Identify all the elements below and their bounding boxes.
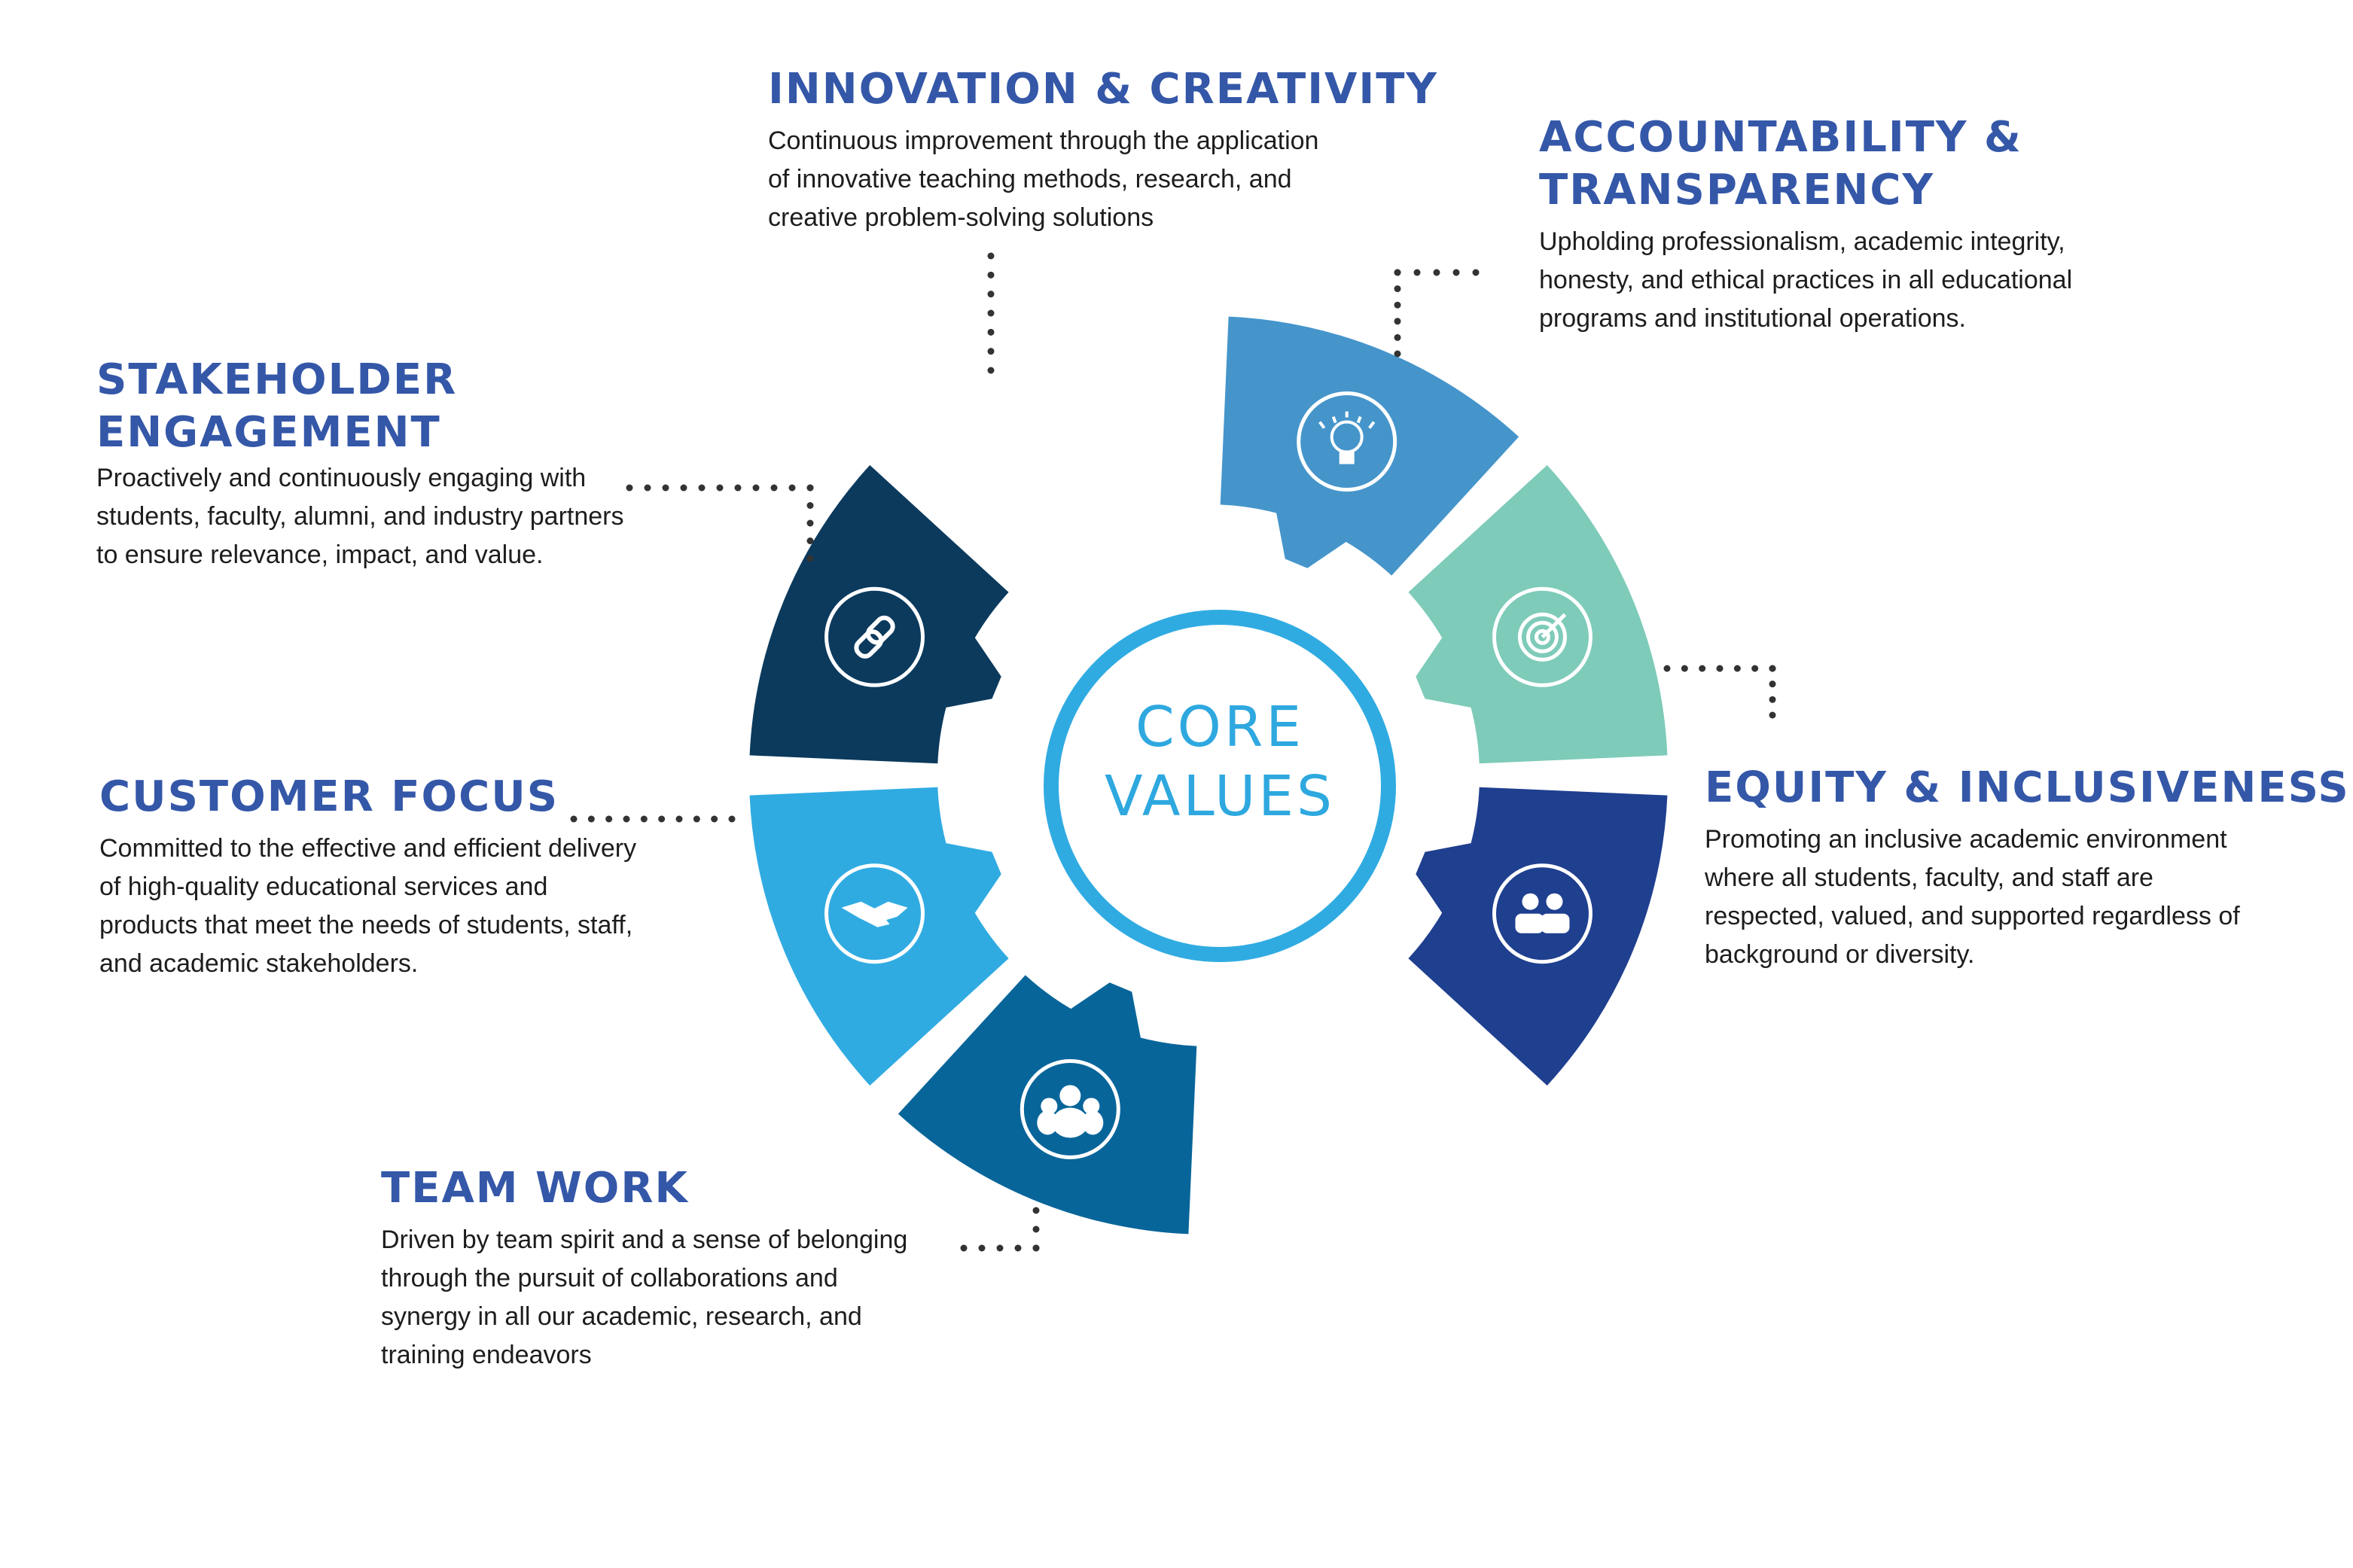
value-teamwork: TEAM WORK Driven by team spirit and a se…	[381, 1162, 907, 1375]
center-title-line1: CORE	[1135, 695, 1305, 760]
value-title: TEAM WORK	[381, 1162, 907, 1215]
team-icon	[1020, 1058, 1120, 1159]
segment-innovation	[1220, 316, 1519, 576]
value-desc-line: Upholding professionalism, academic inte…	[1539, 227, 2065, 256]
value-title-line: ENGAGEMENT	[96, 408, 441, 457]
segment-equity	[1408, 787, 1668, 1086]
value-title: EQUITY & INCLUSIVENESS	[1705, 762, 2350, 814]
value-accountability: ACCOUNTABILITY & TRANSPARENCY Upholding …	[1539, 111, 2072, 338]
value-description: Promoting an inclusive academic environm…	[1705, 821, 2350, 974]
value-desc-line: students, faculty, alumni, and industry …	[96, 502, 624, 531]
value-title: CUSTOMER FOCUS	[99, 771, 636, 824]
handshake-icon	[824, 863, 925, 964]
value-desc-line: honesty, and ethical practices in all ed…	[1539, 266, 2073, 294]
link-icon	[824, 586, 925, 687]
value-title-line: EQUITY & INCLUSIVENESS	[1705, 763, 2350, 812]
value-desc-line: respected, valued, and supported regardl…	[1705, 902, 2240, 930]
dotted-connector	[626, 484, 814, 562]
dotted-connector	[570, 815, 736, 823]
value-title-line: TEAM WORK	[381, 1164, 689, 1213]
value-desc-line: where all students, faculty, and staff a…	[1705, 863, 2153, 892]
value-desc-line: through the pursuit of collaborations an…	[381, 1264, 838, 1292]
value-title-line: INNOVATION & CREATIVITY	[768, 65, 1438, 114]
value-title: STAKEHOLDER ENGAGEMENT	[96, 354, 624, 459]
value-desc-line: background or diversity.	[1705, 940, 1975, 969]
dotted-connector	[987, 252, 995, 374]
value-stakeholder: STAKEHOLDER ENGAGEMENT Proactively and c…	[96, 354, 624, 574]
value-customer-focus: CUSTOMER FOCUS Committed to the effectiv…	[99, 771, 636, 983]
value-innovation: INNOVATION & CREATIVITY Continuous impro…	[768, 63, 1438, 237]
center-ring	[1044, 610, 1396, 962]
value-desc-line: training endeavors	[381, 1341, 592, 1369]
value-desc-line: synergy in all our academic, research, a…	[381, 1302, 862, 1331]
people-icon	[1492, 863, 1593, 964]
value-title: INNOVATION & CREATIVITY	[768, 63, 1438, 116]
value-description: Committed to the effective and efficient…	[99, 830, 636, 983]
value-desc-line: of innovative teaching methods, research…	[768, 165, 1292, 193]
lightbulb-icon	[1297, 391, 1397, 492]
value-title-line: ACCOUNTABILITY &	[1539, 113, 2022, 162]
value-title-line: TRANSPARENCY	[1539, 166, 1934, 215]
value-desc-line: of high-quality educational services and	[99, 872, 548, 901]
segment-customer	[749, 787, 1009, 1086]
value-desc-line: Promoting an inclusive academic environm…	[1705, 825, 2227, 854]
value-desc-line: creative problem-solving solutions	[768, 203, 1154, 232]
value-desc-line: products that meet the needs of students…	[99, 911, 633, 939]
value-description: Driven by team spirit and a sense of bel…	[381, 1221, 907, 1375]
value-desc-line: Continuous improvement through the appli…	[768, 126, 1319, 155]
value-description: Continuous improvement through the appli…	[768, 122, 1438, 237]
value-title-line: STAKEHOLDER	[96, 355, 458, 404]
dotted-connector	[1394, 269, 1480, 358]
value-desc-line: Driven by team spirit and a sense of bel…	[381, 1225, 908, 1254]
center-title: CORE VALUES	[1039, 693, 1401, 831]
value-equity: EQUITY & INCLUSIVENESS Promoting an incl…	[1705, 762, 2350, 974]
value-title-line: CUSTOMER FOCUS	[99, 772, 559, 821]
value-desc-line: programs and institutional operations.	[1539, 304, 1966, 333]
value-title: ACCOUNTABILITY & TRANSPARENCY	[1539, 111, 2072, 217]
dotted-connector	[960, 1207, 1040, 1252]
value-description: Proactively and continuously engaging wi…	[96, 459, 624, 574]
value-desc-line: Proactively and continuously engaging wi…	[96, 464, 587, 492]
value-desc-line: Committed to the effective and efficient…	[99, 834, 637, 863]
segment-stakeholder	[749, 464, 1009, 764]
value-desc-line: and academic stakeholders.	[99, 949, 419, 978]
dotted-connector	[1663, 665, 1776, 719]
target-icon	[1492, 586, 1593, 687]
value-description: Upholding professionalism, academic inte…	[1539, 223, 2072, 338]
center-title-line2: VALUES	[1105, 764, 1335, 829]
value-desc-line: to ensure relevance, impact, and value.	[96, 540, 544, 569]
